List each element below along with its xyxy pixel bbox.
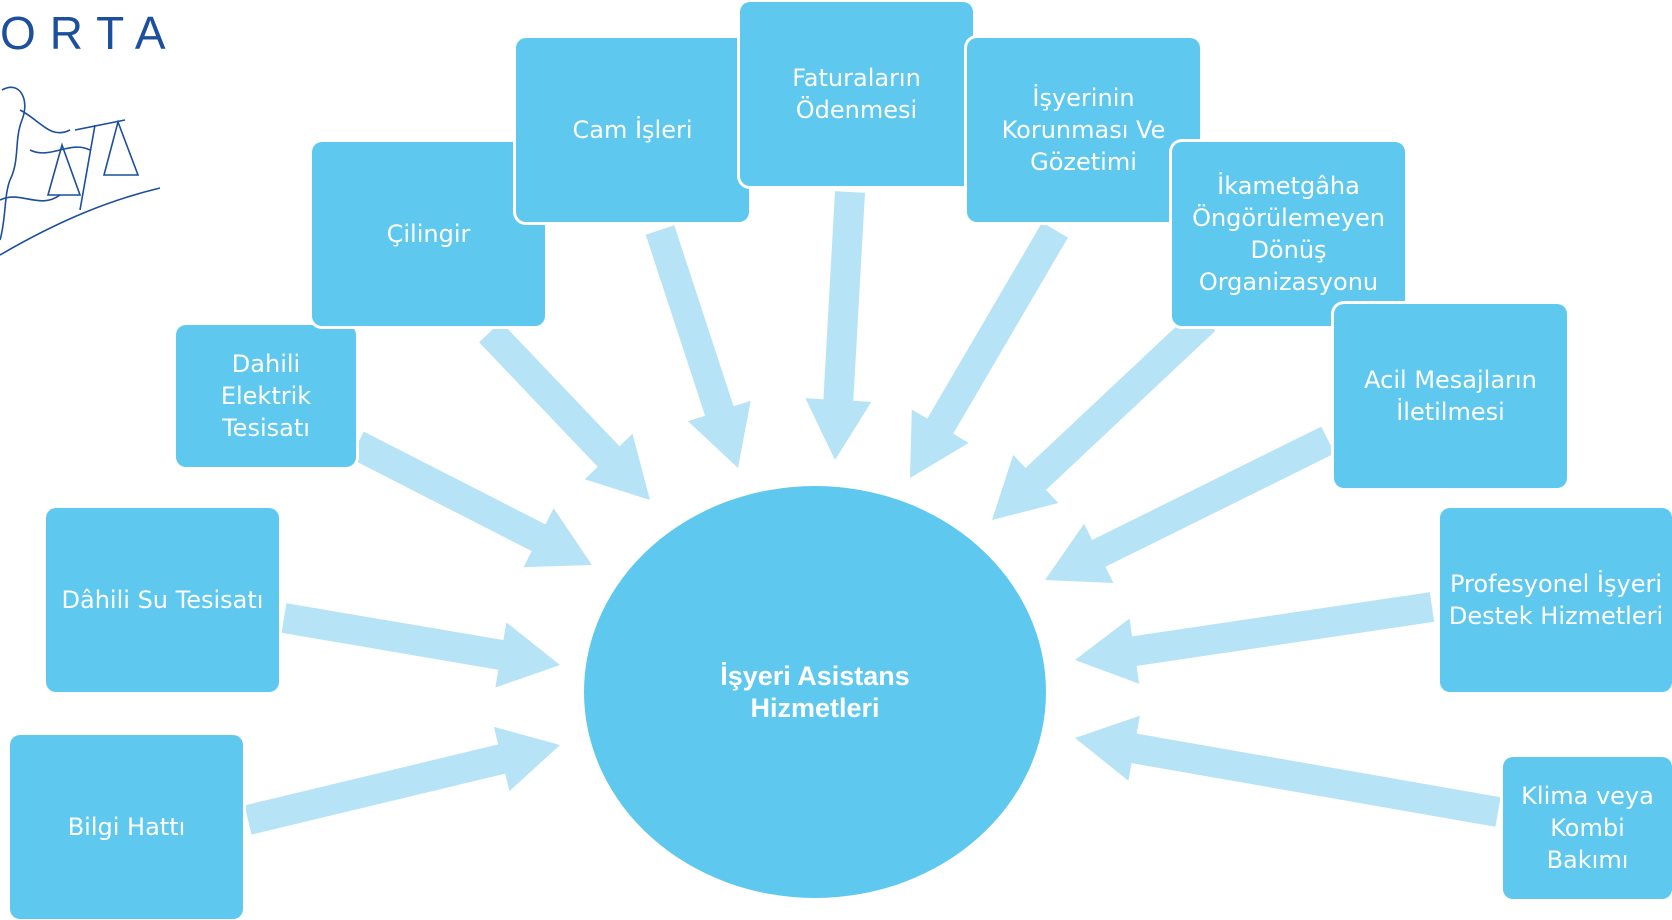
service-node-label: Profesyonel İşyeri Destek Hizmetleri — [1448, 570, 1664, 630]
arrow-dahili-su-tesisati — [281, 603, 560, 688]
service-node-acil-mesajlar: Acil Mesajların İletilmesi — [1334, 304, 1567, 488]
service-node-dahili-su-tesisati: Dâhili Su Tesisatı — [46, 508, 279, 692]
arrow-faturalarin-odenmesi — [805, 191, 872, 460]
service-node-label: Faturaların Ödenmesi — [792, 64, 921, 124]
service-node-ikametgaha-donus: İkametgâha Öngörülemeyen Dönüş Organizas… — [1172, 142, 1405, 326]
service-node-label: Klima veya Kombi Bakımı — [1521, 782, 1654, 874]
service-node-cilingir: Çilingir — [312, 142, 545, 326]
arrow-dahili-elektrik-tesisati — [350, 431, 592, 568]
service-node-isyerinin-korunmasi: İşyerinin Korunması Ve Gözetimi — [967, 38, 1200, 222]
arrow-cilingir — [479, 321, 650, 500]
arrow-acil-mesajlar — [1045, 426, 1335, 583]
service-node-klima-kombi: Klima veya Kombi Bakımı — [1503, 757, 1672, 899]
service-node-profesyonel-destek: Profesyonel İşyeri Destek Hizmetleri — [1440, 508, 1672, 692]
service-node-label: Acil Mesajların İletilmesi — [1364, 366, 1537, 426]
arrow-klima-kombi — [1075, 715, 1501, 827]
service-node-label: Dahili Elektrik Tesisatı — [220, 350, 312, 442]
arrow-profesyonel-destek — [1075, 592, 1435, 684]
arrow-isyerinin-korunmasi — [910, 222, 1068, 478]
service-node-label: İkametgâha Öngörülemeyen Dönüş Organizas… — [1192, 172, 1385, 296]
service-node-label: Dâhili Su Tesisatı — [61, 586, 264, 614]
service-node-dahili-elektrik-tesisati: Dahili Elektrik Tesisatı — [176, 325, 356, 467]
company-logo-text: ORTA — [0, 7, 180, 59]
service-node-cam-isleri: Cam İşleri — [516, 38, 749, 222]
service-node-label: İşyerinin Korunması Ve Gözetimi — [1001, 84, 1166, 176]
center-hub: İşyeri Asistans Hizmetleri — [584, 486, 1046, 898]
arrow-bilgi-hatti — [244, 726, 560, 835]
justice-scale-logo-icon — [0, 86, 161, 256]
service-node-label: Cam İşleri — [572, 116, 693, 144]
service-node-label: Çilingir — [386, 220, 471, 248]
service-node-label: Bilgi Hattı — [67, 813, 186, 841]
service-node-bilgi-hatti: Bilgi Hattı — [10, 735, 243, 919]
service-node-faturalarin-odenmesi: Faturaların Ödenmesi — [740, 2, 973, 186]
arrow-cam-isleri — [645, 225, 751, 468]
arrow-ikametgaha-donus — [992, 309, 1216, 520]
